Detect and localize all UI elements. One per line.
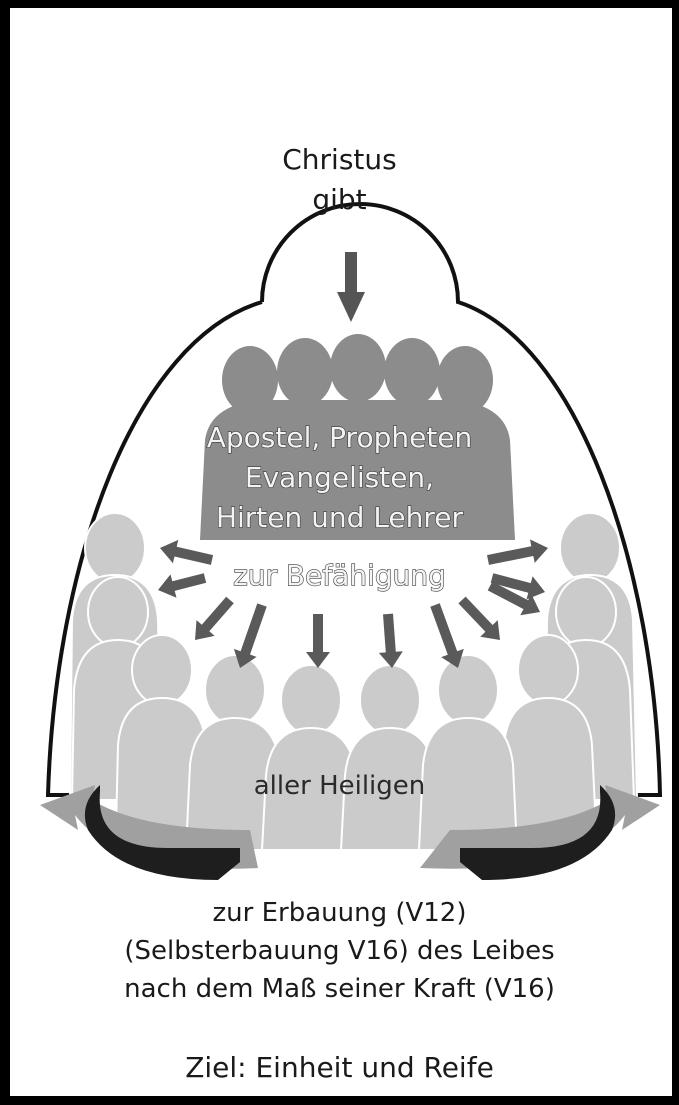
- leader-figure-3: [330, 334, 386, 402]
- head-label: Christus gibt: [0, 140, 679, 220]
- leaders-line-3: Hirten und Lehrer: [0, 498, 679, 538]
- head-line-2: gibt: [0, 180, 679, 220]
- edification-label: zur Erbauung (V12) (Selbsterbauung V16) …: [0, 894, 679, 1008]
- goal-label: Ziel: Einheit und Reife: [0, 1050, 679, 1086]
- equipping-label: zur Befähigung: [0, 556, 679, 596]
- saints-label: aller Heiligen: [0, 768, 679, 804]
- edification-line-2: (Selbsterbauung V16) des Leibes: [0, 932, 679, 970]
- leader-figure-4: [384, 338, 440, 406]
- edification-line-1: zur Erbauung (V12): [0, 894, 679, 932]
- leaders-label: Apostel, Propheten Evangelisten, Hirten …: [0, 418, 679, 538]
- leaders-line-2: Evangelisten,: [0, 458, 679, 498]
- leaders-line-1: Apostel, Propheten: [0, 418, 679, 458]
- head-line-1: Christus: [0, 140, 679, 180]
- leader-figure-2: [277, 338, 333, 406]
- edification-line-3: nach dem Maß seiner Kraft (V16): [0, 970, 679, 1008]
